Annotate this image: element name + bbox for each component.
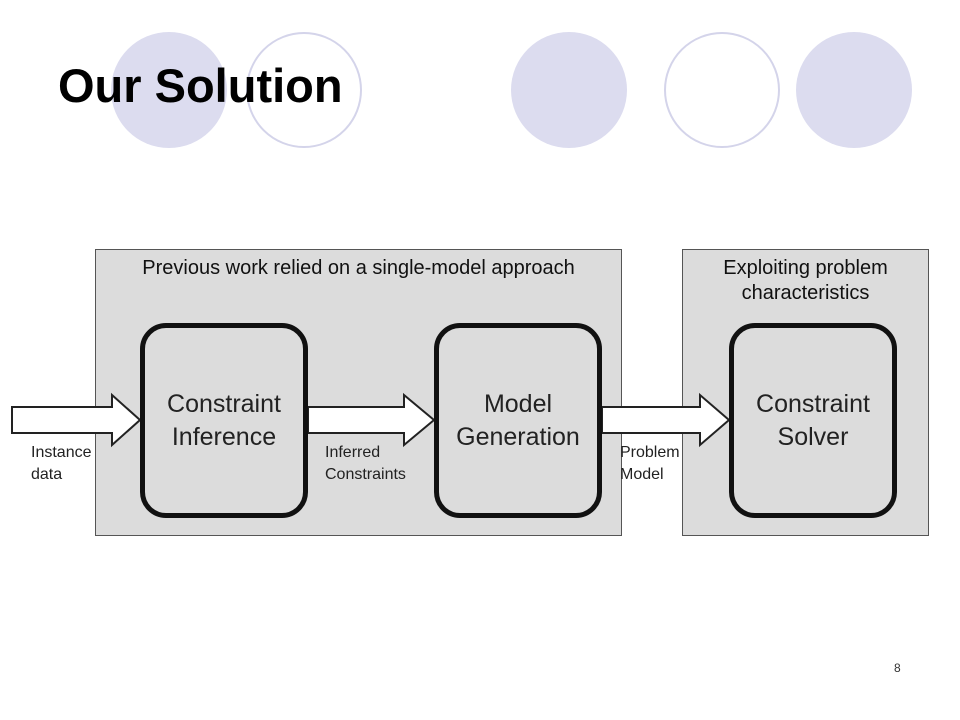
constraint-solver-line2: Solver <box>777 422 849 451</box>
problem-model-label: Problem Model <box>620 442 680 486</box>
model-generation-node: Model Generation <box>434 323 602 518</box>
model-generation-line2: Generation <box>456 422 580 451</box>
decorative-ring-2 <box>664 32 780 148</box>
constraint-solver-node: Constraint Solver <box>729 323 897 518</box>
decorative-ring-1 <box>246 32 362 148</box>
model-generation-line1: Model <box>483 389 553 418</box>
instance-data-line2: data <box>31 466 63 483</box>
previous-work-caption: Previous work relied on a single-model a… <box>142 257 575 279</box>
problem-model-arrow <box>601 392 731 448</box>
constraint-inference-node: Constraint Inference <box>140 323 308 518</box>
instance-data-label: Instance data <box>31 442 91 486</box>
decorative-circle-2 <box>511 32 627 148</box>
constraint-solver-line1: Constraint <box>756 389 870 418</box>
instance-data-arrow <box>11 392 142 448</box>
decorative-circle-3 <box>796 32 912 148</box>
exploiting-caption-line2: characteristics <box>741 282 870 304</box>
inferred-constraints-label: Inferred Constraints <box>325 442 406 486</box>
problem-model-line1: Problem <box>620 444 680 461</box>
problem-model-line2: Model <box>620 466 664 483</box>
constraint-inference-line1: Constraint <box>167 389 281 418</box>
inferred-constraints-line1: Inferred <box>325 444 381 461</box>
instance-data-line1: Instance <box>31 444 92 461</box>
inferred-constraints-arrow <box>307 392 436 448</box>
inferred-constraints-line2: Constraints <box>325 466 406 483</box>
decorative-circle-1 <box>111 32 227 148</box>
exploiting-caption-line1: Exploiting problem <box>723 257 888 279</box>
constraint-inference-line2: Inference <box>171 422 277 451</box>
exploiting-caption: Exploiting problem characteristics <box>682 256 929 306</box>
slide-title: Our Solution <box>58 59 343 112</box>
page-number: 8 <box>894 661 901 675</box>
